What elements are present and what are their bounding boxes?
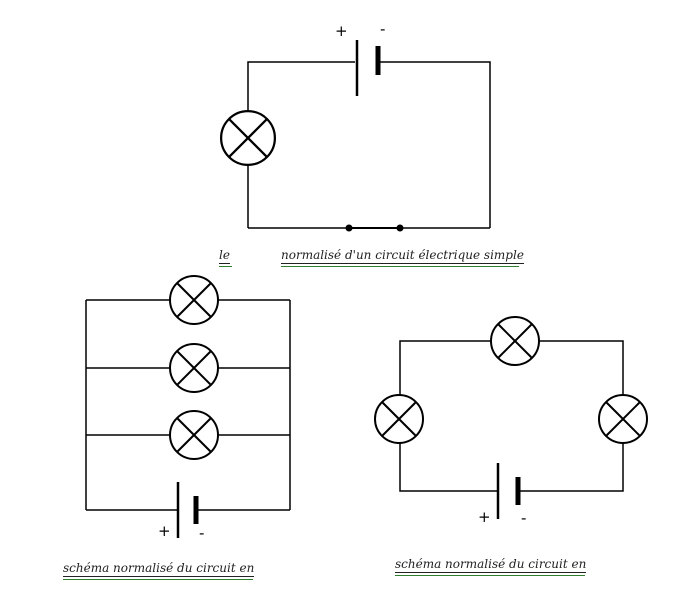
battery-symbol (496, 463, 521, 519)
top-caption: normalisé d'un circuit électrique simple (281, 248, 524, 264)
top-caption-word: le (219, 248, 230, 264)
top-caption-underline (219, 266, 232, 267)
series-battery-minus: - (521, 509, 527, 527)
parallel-circuit (85, 299, 291, 511)
parallel-battery-plus: + (158, 522, 171, 540)
series-circuit (399, 340, 624, 492)
top-battery-minus: - (380, 20, 386, 38)
switch-contact-right (396, 224, 404, 232)
series-battery-plus: + (478, 508, 491, 526)
wire-top-right (380, 61, 491, 228)
parallel-battery-minus: - (199, 524, 205, 542)
lamp-symbol (374, 394, 424, 444)
lamp-symbol (169, 275, 219, 325)
lamp-symbol (598, 394, 648, 444)
top-caption-underline (281, 266, 519, 267)
lamp-symbol (219, 110, 277, 167)
wire-top-left (247, 61, 355, 112)
battery-symbol (176, 482, 199, 538)
lamp-symbol (490, 316, 540, 366)
top-battery-plus: + (335, 22, 348, 40)
simple-circuit (247, 61, 491, 229)
series-caption-underline (395, 575, 585, 576)
series-caption: schéma normalisé du circuit en (395, 557, 587, 573)
lamp-symbol (169, 343, 219, 393)
parallel-caption-underline (63, 579, 253, 580)
switch-contact-left (345, 224, 353, 232)
lamp-symbol (169, 410, 219, 460)
battery-symbol (355, 40, 381, 96)
parallel-caption: schéma normalisé du circuit en (63, 561, 255, 577)
